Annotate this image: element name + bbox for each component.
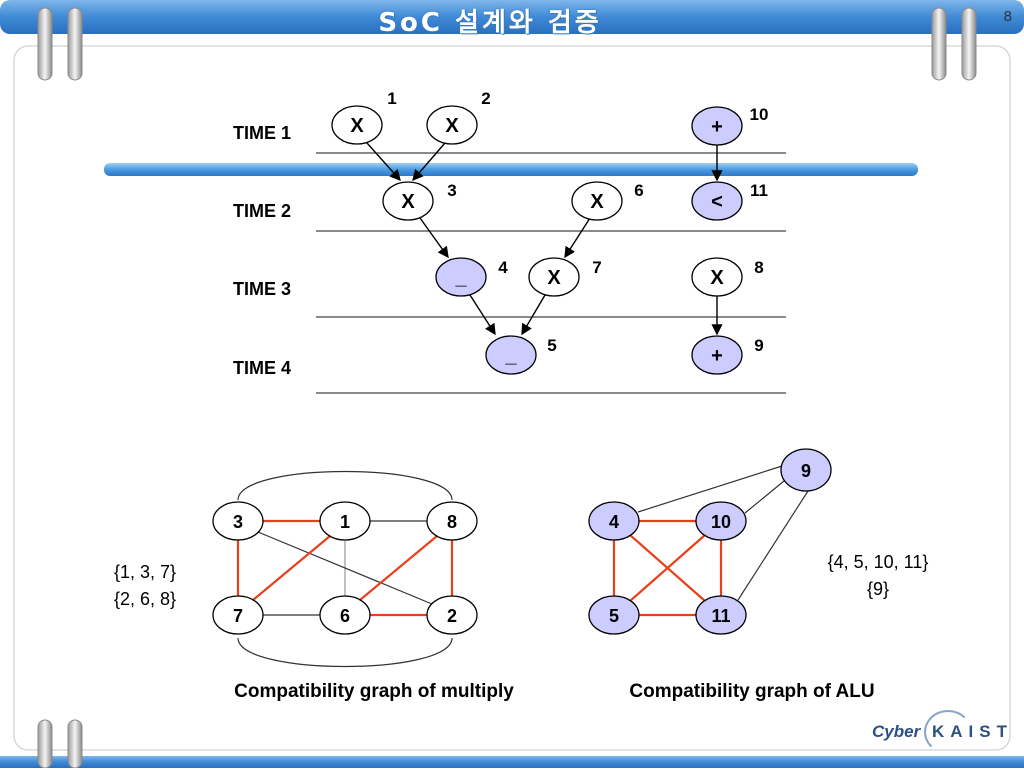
svg-text:1: 1 xyxy=(340,512,350,532)
svg-text:3: 3 xyxy=(447,181,456,200)
svg-text:11: 11 xyxy=(711,606,730,626)
svg-text:2: 2 xyxy=(447,606,457,626)
svg-text:X: X xyxy=(350,115,364,137)
alu-node-9: 9 xyxy=(780,448,832,492)
svg-text:10: 10 xyxy=(750,105,769,124)
svg-text:6: 6 xyxy=(340,606,350,626)
alu-node-4: 4 xyxy=(588,501,640,541)
page-number: 8 xyxy=(1003,8,1012,25)
svg-text:1: 1 xyxy=(387,89,396,108)
dfg-node-4: _ 4 xyxy=(435,257,508,297)
multiply-node-7: 7 xyxy=(212,595,264,635)
svg-text:X: X xyxy=(590,191,604,213)
dfg-node-6: X 6 xyxy=(571,181,644,221)
time-label: TIME 2 xyxy=(233,201,291,221)
multiply-graph-edges xyxy=(236,470,454,668)
svg-text:4: 4 xyxy=(609,512,619,532)
alu-graph-edges xyxy=(612,465,809,617)
svg-text:3: 3 xyxy=(233,512,243,532)
dfg-node-9: + 9 xyxy=(691,335,764,375)
dfg-node-2: X 2 xyxy=(426,89,491,145)
logo-kaist-text: KAIST xyxy=(932,722,1013,741)
alu-graph-caption: Compatibility graph of ALU xyxy=(629,681,874,702)
svg-text:8: 8 xyxy=(447,512,457,532)
time-label: TIME 4 xyxy=(233,358,291,378)
svg-text:8: 8 xyxy=(754,258,763,277)
title-bar xyxy=(0,0,1024,34)
svg-text:2: 2 xyxy=(481,89,490,108)
svg-text:5: 5 xyxy=(609,606,619,626)
dfg-node-8: X 8 xyxy=(691,257,764,297)
multiply-node-6: 6 xyxy=(319,595,371,635)
dfg-node-1: X 1 xyxy=(331,89,397,145)
logo-ring-icon xyxy=(924,710,972,754)
time-label: TIME 1 xyxy=(233,123,291,143)
svg-text:+: + xyxy=(711,116,723,138)
svg-text:X: X xyxy=(445,115,459,137)
multiply-graph-caption: Compatibility graph of multiply xyxy=(234,681,514,702)
svg-text:7: 7 xyxy=(592,258,601,277)
multiply-node-3: 3 xyxy=(212,501,264,541)
alu-node-11: 11 xyxy=(695,595,747,635)
bottom-bar xyxy=(0,756,1024,768)
svg-text:<: < xyxy=(711,191,723,213)
svg-text:_: _ xyxy=(454,267,467,289)
multiply-set-2: {2, 6, 8} xyxy=(114,589,176,609)
svg-text:9: 9 xyxy=(801,461,811,481)
svg-text:+: + xyxy=(711,345,723,367)
dfg-edges xyxy=(366,142,723,336)
svg-text:X: X xyxy=(710,267,724,289)
svg-text:4: 4 xyxy=(498,258,508,277)
time-label: TIME 3 xyxy=(233,279,291,299)
svg-text:X: X xyxy=(547,267,561,289)
multiply-node-1: 1 xyxy=(319,501,371,541)
multiply-node-2: 2 xyxy=(426,595,478,635)
content-panel xyxy=(13,45,1011,751)
svg-text:7: 7 xyxy=(233,606,243,626)
dfg-node-10: + 10 xyxy=(691,105,769,146)
dfg-node-5: _ 5 xyxy=(485,335,557,375)
slide-title: SoC 설계와 검증 xyxy=(378,8,602,38)
alu-set-1: {4, 5, 10, 11} xyxy=(828,552,929,572)
multiply-node-8: 8 xyxy=(426,501,478,541)
alu-node-5: 5 xyxy=(588,595,640,635)
multiply-set-1: {1, 3, 7} xyxy=(114,562,176,582)
dfg-node-3: X 3 xyxy=(382,181,457,221)
dfg-node-11: < 11 xyxy=(691,181,768,221)
alu-set-2: {9} xyxy=(867,579,889,599)
alu-node-10: 10 xyxy=(695,501,747,541)
binder-ring-icon xyxy=(37,7,977,769)
dfg-node-7: X 7 xyxy=(528,257,602,297)
svg-text:11: 11 xyxy=(750,181,768,200)
svg-text:5: 5 xyxy=(547,336,556,355)
svg-text:_: _ xyxy=(504,345,517,367)
logo-cyber-text: Cyber xyxy=(872,722,921,741)
time-separators xyxy=(316,152,786,394)
svg-text:9: 9 xyxy=(754,336,763,355)
svg-text:X: X xyxy=(401,191,415,213)
svg-text:10: 10 xyxy=(711,512,731,532)
svg-text:6: 6 xyxy=(634,181,643,200)
highlight-bar xyxy=(104,163,918,176)
